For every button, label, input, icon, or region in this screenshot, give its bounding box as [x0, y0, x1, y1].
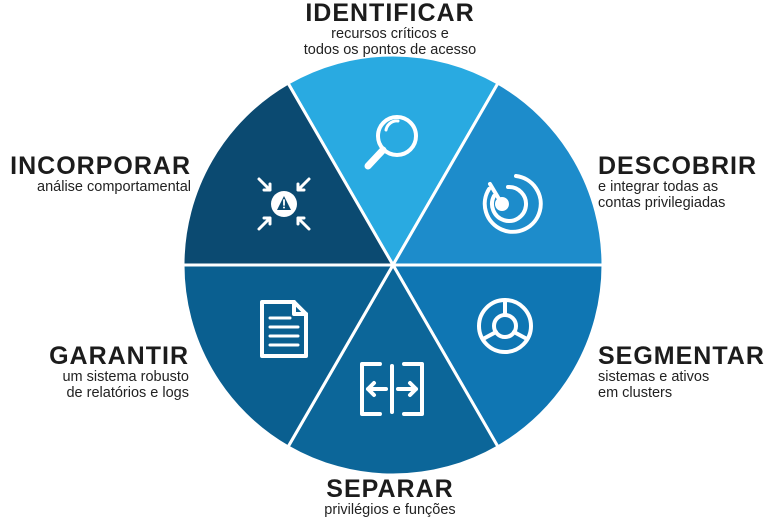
label-segmentar: SEGMENTAR sistemas e ativos em clusters	[598, 343, 768, 401]
split-arrows-icon	[360, 362, 424, 416]
segmented-ring-icon	[477, 298, 533, 354]
title-segmentar: SEGMENTAR	[598, 342, 765, 370]
label-descobrir: DESCOBRIR e integrar todas as contas pri…	[598, 153, 768, 211]
label-identificar: IDENTIFICAR recursos críticos e todos os…	[240, 0, 540, 58]
desc-separar-1: privilégios e funções	[324, 502, 456, 518]
desc-descobrir-1: e integrar todas as	[598, 179, 719, 195]
title-incorporar: INCORPORAR	[10, 152, 191, 180]
wedge-identificar	[285, 53, 501, 269]
label-garantir: GARANTIR um sistema robusto de relatório…	[0, 343, 189, 401]
radar-icon	[482, 174, 543, 234]
desc-incorporar-1: análise comportamental	[37, 179, 191, 195]
title-identificar: IDENTIFICAR	[305, 0, 475, 27]
title-descobrir: DESCOBRIR	[598, 152, 758, 180]
desc-segmentar-2: em clusters	[598, 385, 673, 401]
title-garantir: GARANTIR	[49, 342, 189, 370]
converging-alert-icon	[257, 177, 311, 231]
wedge-segmentar	[390, 263, 605, 449]
desc-identificar-2: todos os pontos de acesso	[303, 42, 477, 58]
desc-descobrir-2: contas privilegiadas	[598, 195, 726, 211]
document-icon	[260, 300, 308, 358]
wedge-descobrir	[390, 81, 605, 267]
desc-segmentar-1: sistemas e ativos	[598, 369, 710, 385]
label-incorporar: INCORPORAR análise comportamental	[0, 153, 191, 195]
wedge-incorporar	[181, 81, 396, 267]
label-separar: SEPARAR privilégios e funções	[290, 476, 490, 518]
magnifier-icon	[364, 115, 418, 170]
title-separar: SEPARAR	[326, 475, 454, 503]
desc-garantir-2: de relatórios e logs	[66, 385, 189, 401]
desc-identificar-1: recursos críticos e	[331, 26, 449, 42]
desc-garantir-1: um sistema robusto	[62, 369, 189, 385]
